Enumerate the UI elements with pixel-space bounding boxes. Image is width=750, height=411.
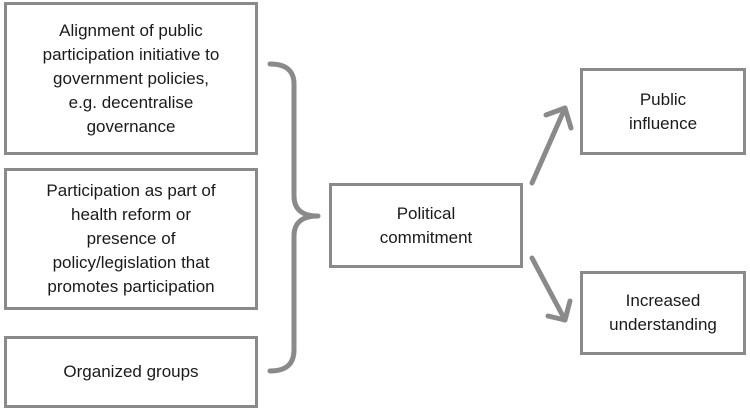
box-alignment-of-public-participation: Alignment of public participation initia… [4, 2, 258, 155]
alignment-line-5: governance [86, 116, 176, 136]
box-political-commitment: Political commitment [329, 183, 523, 268]
increased-text: Increased understanding [609, 289, 717, 337]
health-text: Participation as part of health reform o… [46, 179, 215, 299]
box-public-influence: Public influence [580, 68, 746, 155]
alignment-line-3: government policies, [53, 68, 209, 88]
health-line-2: health reform or [71, 205, 191, 224]
grouping-bracket [267, 61, 321, 374]
public-line-2: influence [628, 113, 698, 133]
organized-text: Organized groups [63, 360, 198, 384]
increased-line-2: understanding [609, 315, 717, 334]
political-text: Political commitment [380, 202, 473, 250]
political-line-2: commitment [379, 227, 473, 247]
health-line-4: policy/legislation that [52, 253, 210, 272]
alignment-line-1: Alignment of public [59, 20, 203, 40]
health-line-5: promotes participation [47, 277, 215, 296]
health-line-3: presence of [86, 229, 176, 248]
arrow-to-public-influence [529, 105, 574, 186]
alignment-line-2: participation initiative to [42, 44, 220, 64]
public-line-1: Public [639, 89, 687, 109]
organized-line-1: Organized groups [63, 362, 199, 381]
political-line-1: Political [396, 203, 456, 223]
box-participation-health-reform: Participation as part of health reform o… [4, 168, 258, 310]
health-line-1: Participation as part of [46, 181, 216, 200]
public-text: Public influence [629, 88, 697, 136]
box-organized-groups: Organized groups [4, 336, 258, 408]
box-increased-understanding: Increased understanding [580, 271, 746, 355]
alignment-line-4: e.g. decentralise [68, 92, 194, 112]
arrow-to-increased-understanding [529, 255, 573, 323]
increased-line-1: Increased [625, 291, 701, 310]
alignment-text: Alignment of public participation initia… [43, 19, 220, 139]
